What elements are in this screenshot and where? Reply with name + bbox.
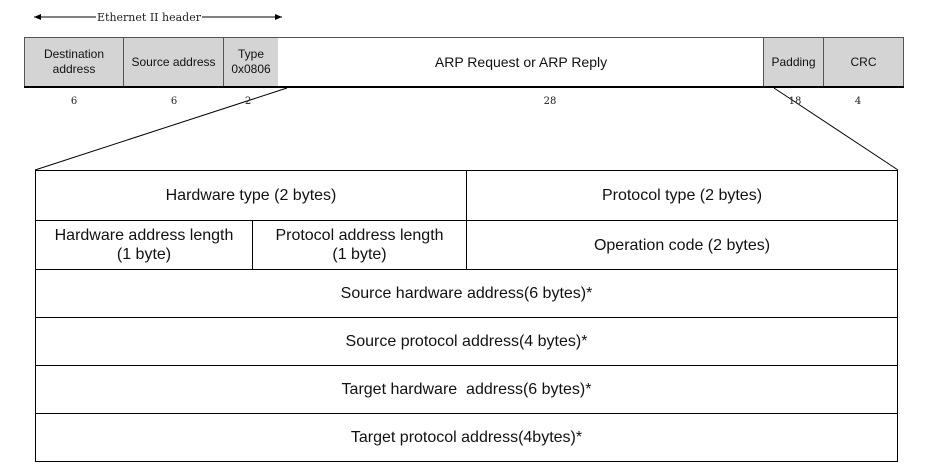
size-destination: 6 — [70, 96, 78, 107]
source-protocol-address-cell: Source protocol address(4 bytes)* — [35, 317, 898, 366]
size-padding: 18 — [788, 96, 802, 107]
crc-field: CRC — [823, 37, 904, 87]
size-source: 6 — [170, 96, 178, 107]
zoom-line-right — [773, 87, 899, 171]
padding-field: Padding — [763, 37, 824, 87]
hardware-type-cell: Hardware type (2 bytes) — [35, 170, 467, 221]
target-hardware-address-cell: Target hardware address(6 bytes)* — [35, 365, 898, 414]
frame-baseline — [24, 86, 904, 88]
protocol-type-cell: Protocol type (2 bytes) — [466, 170, 898, 221]
zoom-line-left — [34, 87, 288, 171]
arp-payload-field: ARP Request or ARP Reply — [278, 37, 764, 87]
type-field: Type 0x0806 — [223, 37, 279, 87]
source-hardware-address-cell: Source hardware address(6 bytes)* — [35, 269, 898, 318]
size-crc: 4 — [854, 96, 862, 107]
size-payload: 28 — [543, 96, 557, 107]
destination-address-field: Destination address — [24, 37, 124, 87]
operation-code-cell: Operation code (2 bytes) — [466, 220, 898, 270]
size-type: 2 — [244, 96, 252, 107]
ethernet-header-text: Ethernet II header — [96, 11, 202, 24]
source-address-field: Source address — [123, 37, 224, 87]
hardware-address-length-cell: Hardware address length (1 byte) — [35, 220, 253, 270]
ethernet-header-label: Ethernet II header — [0, 0, 290, 30]
protocol-address-length-cell: Protocol address length (1 byte) — [252, 220, 467, 270]
target-protocol-address-cell: Target protocol address(4bytes)* — [35, 413, 898, 462]
